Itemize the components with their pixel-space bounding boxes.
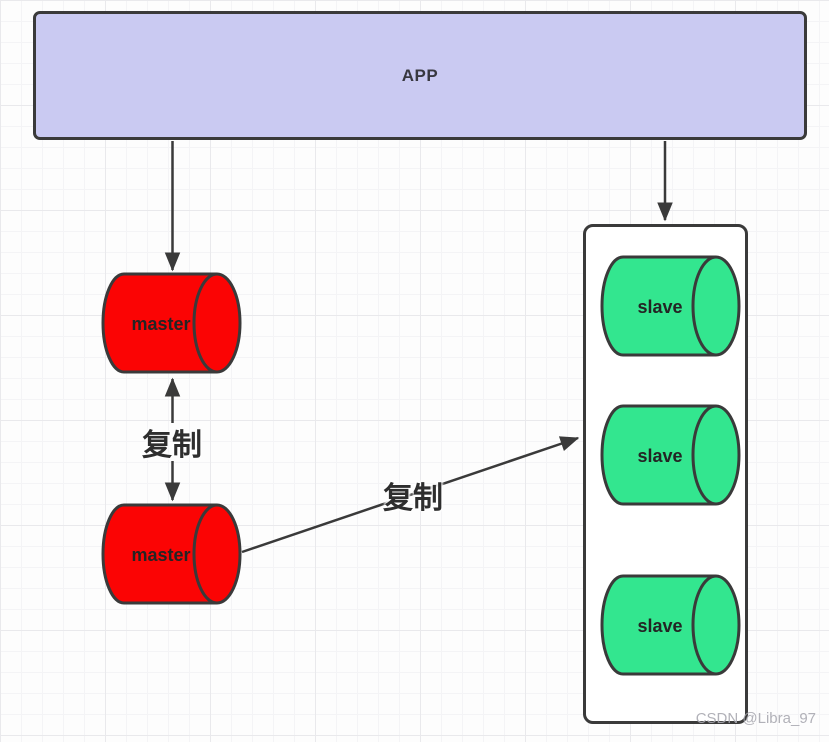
slave-label: slave	[637, 297, 682, 317]
slave-group-container: slave slave slave	[583, 224, 748, 724]
slave-node-1: slave	[600, 255, 741, 357]
slave-node-2: slave	[600, 404, 741, 506]
cylinder-body	[600, 255, 741, 357]
slave-node-3: slave	[600, 574, 741, 676]
watermark-text: CSDN @Libra_97	[695, 710, 816, 727]
vertical-replication-label: 复制	[142, 429, 202, 462]
app-node: APP	[33, 11, 807, 140]
master-label: master	[131, 314, 190, 334]
cylinder-cap-line	[691, 255, 717, 357]
app-label: APP	[401, 65, 439, 85]
master-node-1: master	[101, 272, 242, 374]
cylinder-body	[101, 272, 242, 374]
cylinder-cap-line	[691, 574, 717, 676]
cylinder-body	[600, 404, 741, 506]
slave-label: slave	[637, 446, 682, 466]
cylinder-cap-line	[691, 404, 717, 506]
master-node-2: master	[101, 503, 242, 605]
cylinder-cap-line	[192, 272, 218, 374]
cylinder-body	[600, 574, 741, 676]
slave-label: slave	[637, 616, 682, 636]
diagonal-replication-label: 复制	[383, 482, 443, 515]
master-label: master	[131, 545, 190, 565]
cylinder-cap-line	[192, 503, 218, 605]
cylinder-body	[101, 503, 242, 605]
